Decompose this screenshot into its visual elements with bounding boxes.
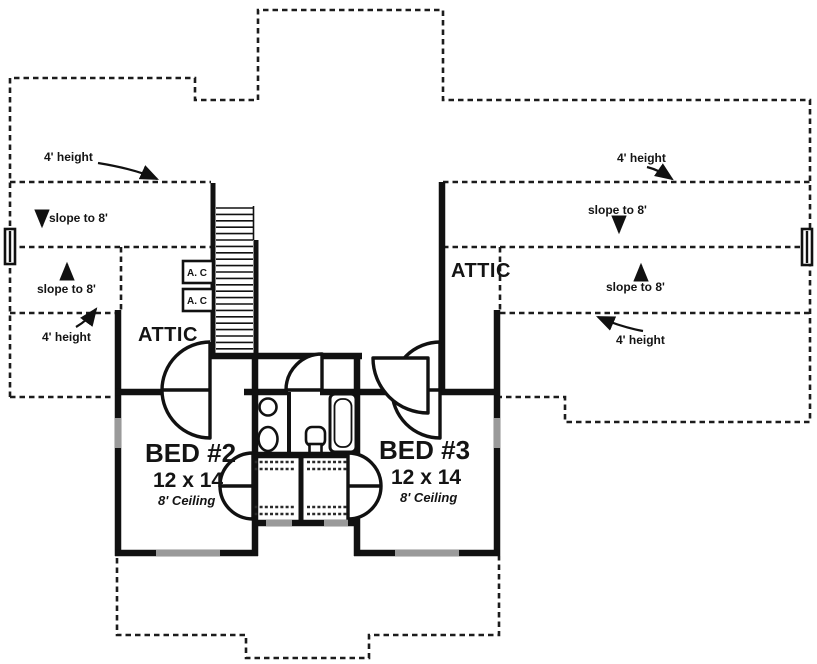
- label-height-top-left: 4' height: [44, 150, 93, 164]
- label-bed3-dims: 12 x 14: [391, 466, 461, 489]
- label-slope-left-1: slope to 8': [49, 211, 108, 225]
- stair-treads: [216, 207, 253, 350]
- toilet-tank: [258, 397, 278, 417]
- outline-porch: [115, 556, 501, 660]
- closet-right-shelf-top: [307, 460, 353, 471]
- arrow-height-top-right: [646, 163, 674, 181]
- closet-left-shelf-top: [244, 460, 296, 471]
- label-bed2-name: BED #2: [145, 438, 236, 468]
- label-slope-right-1: slope to 8': [588, 203, 647, 217]
- bed3-bottom-window: [395, 549, 459, 557]
- closet-right-shelf-bottom: [307, 505, 353, 516]
- labels: 4' height 4' height 4' height 4' height …: [37, 150, 666, 508]
- ceiling-break-lines: [10, 180, 810, 315]
- label-height-top-right: 4' height: [617, 151, 666, 165]
- attic-right-door-swing: [371, 356, 430, 415]
- label-attic-left: ATTIC: [138, 324, 198, 346]
- label-slope-left-2: slope to 8': [37, 282, 96, 296]
- closet-right-door-swing: [346, 451, 383, 521]
- annotation-arrows: [34, 161, 674, 333]
- closet-left-door-swing: [218, 451, 255, 521]
- outline-top: [8, 8, 812, 424]
- ac-units: A. C A. C: [181, 259, 215, 313]
- windows: [114, 418, 501, 557]
- label-slope-right-2: slope to 8': [606, 280, 665, 294]
- doors: [160, 340, 442, 521]
- label-height-bottom-right: 4' height: [616, 333, 665, 347]
- ac-unit-2-box: [181, 287, 215, 313]
- ac-unit-1-box: [181, 259, 215, 285]
- label-bed2-ceiling: 8' Ceiling: [158, 493, 215, 508]
- ac-unit-1-label: A. C: [187, 268, 207, 279]
- bed2-left-window: [114, 418, 122, 448]
- label-bed2-dims: 12 x 14: [153, 469, 223, 492]
- arrow-height-bottom-left: [75, 307, 98, 328]
- bath-door-swing: [284, 352, 324, 392]
- ac-unit-2-label: A. C: [187, 296, 207, 307]
- closet-shelves: [244, 460, 353, 516]
- sink-pedestal: [308, 442, 323, 455]
- closet-left-window: [266, 519, 292, 527]
- label-attic-right: ATTIC: [451, 260, 511, 282]
- label-height-bottom-left: 4' height: [42, 330, 91, 344]
- gable-window-right: [800, 227, 814, 267]
- bathroom-fixtures: [257, 392, 358, 455]
- bed2-bottom-window: [156, 549, 220, 557]
- bed3-right-window: [493, 418, 501, 448]
- arrow-height-bottom-right: [595, 315, 644, 333]
- toilet-bowl: [257, 425, 279, 453]
- closet-left-shelf-bottom: [244, 505, 296, 516]
- closet-right-window: [324, 519, 348, 527]
- stairs: [216, 206, 255, 350]
- bed2-door-swing: [160, 340, 212, 440]
- arrow-height-top-left: [97, 161, 160, 181]
- gable-window-left: [3, 227, 17, 266]
- bathtub-inner: [333, 398, 353, 448]
- dashed-roof-outline: [8, 8, 812, 660]
- label-bed3-ceiling: 8' Ceiling: [400, 490, 457, 505]
- label-bed3-name: BED #3: [379, 435, 470, 465]
